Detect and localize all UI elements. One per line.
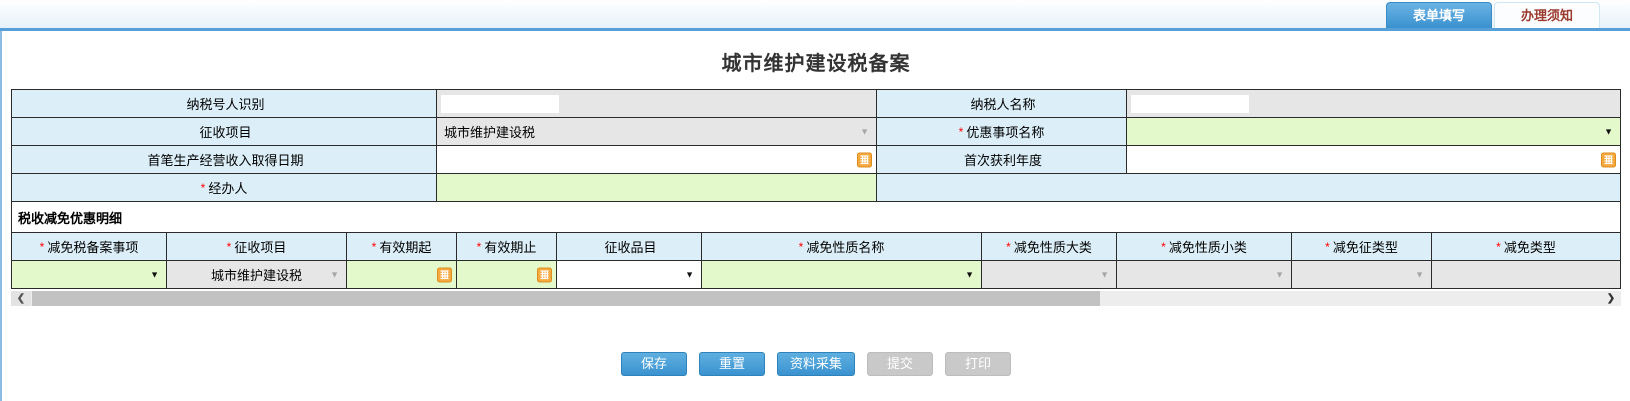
calendar-icon[interactable]: [437, 267, 452, 282]
col-header-collection-item: *征收项目: [166, 232, 347, 261]
form-row-dates: 首笔生产经营收入取得日期 首次获利年度: [11, 145, 1621, 174]
chevron-down-icon: ▼: [1100, 269, 1109, 279]
col-header-collection-subitem: 征收品目: [556, 232, 702, 261]
first-profit-year-label: 首次获利年度: [876, 145, 1127, 174]
tab-form-fill[interactable]: 表单填写: [1385, 2, 1492, 28]
handler-row-filler: [876, 173, 1621, 202]
nature-minor-select-disabled: ▼: [1116, 260, 1292, 289]
preferential-item-label: *优惠事项名称: [876, 117, 1127, 146]
first-income-date-field[interactable]: [436, 145, 877, 174]
horizontal-scrollbar[interactable]: ❮ ❯: [11, 291, 1621, 306]
detail-section-title: 税收减免优惠明细: [11, 202, 1621, 232]
form-container: 纳税号人识别 纳税人名称 征收项目 城市维护建设税 ▼: [11, 89, 1621, 306]
reduction-type-cell-disabled: [1431, 260, 1621, 289]
form-row-handler: *经办人: [11, 173, 1621, 202]
col-header-nature-minor: *减免性质小类: [1116, 232, 1292, 261]
collection-item-select-disabled: 城市维护建设税 ▼: [436, 117, 877, 146]
calendar-icon[interactable]: [857, 152, 872, 167]
valid-to-date-field[interactable]: [456, 260, 557, 289]
scroll-right-button[interactable]: ❯: [1606, 293, 1616, 304]
form-panel: 城市维护建设税备案 纳税号人识别 纳税人名称 征收: [0, 31, 1630, 401]
tax-reduction-detail-table: *减免税备案事项 *征收项目 *有效期起 *有效期止 征收品目 *减免性质名称 …: [11, 232, 1621, 289]
form-row-identification: 纳税号人识别 纳税人名称: [11, 89, 1621, 118]
chevron-down-icon[interactable]: ▼: [965, 269, 974, 279]
tab-notice[interactable]: 办理须知: [1493, 2, 1600, 28]
col-header-nature-major: *减免性质大类: [981, 232, 1117, 261]
handler-input[interactable]: [436, 173, 877, 202]
taxpayer-id-input[interactable]: [441, 94, 559, 113]
chevron-down-icon[interactable]: ▼: [685, 269, 694, 279]
collection-subitem-select[interactable]: ▼: [556, 260, 702, 289]
reset-button[interactable]: 重置: [698, 352, 765, 376]
nature-major-select-disabled: ▼: [981, 260, 1117, 289]
print-button[interactable]: 打印: [945, 352, 1011, 376]
main-form-table: 纳税号人识别 纳税人名称 征收项目 城市维护建设税 ▼: [11, 89, 1621, 202]
preferential-item-select[interactable]: ▼: [1126, 117, 1621, 146]
levy-type-select-disabled: ▼: [1291, 260, 1432, 289]
col-header-levy-type: *减免征类型: [1291, 232, 1432, 261]
detail-data-row: ▼ 城市维护建设税 ▼: [11, 260, 1621, 289]
scrollbar-thumb[interactable]: [32, 291, 1100, 306]
detail-collection-item-select-disabled: 城市维护建设税 ▼: [166, 260, 347, 289]
detail-header-row: *减免税备案事项 *征收项目 *有效期起 *有效期止 征收品目 *减免性质名称 …: [11, 232, 1621, 261]
handler-label: *经办人: [11, 173, 437, 202]
scroll-left-button[interactable]: ❮: [11, 291, 31, 306]
tab-underline: [0, 28, 1630, 31]
collection-item-label: 征收项目: [11, 117, 437, 146]
chevron-down-icon: ▼: [1415, 269, 1424, 279]
calendar-icon[interactable]: [1601, 152, 1616, 167]
taxpayer-id-label: 纳税号人识别: [11, 89, 437, 118]
taxpayer-name-cell: [1126, 89, 1621, 118]
col-header-filing-item: *减免税备案事项: [11, 232, 167, 261]
col-header-valid-to: *有效期止: [456, 232, 557, 261]
nature-name-select[interactable]: ▼: [701, 260, 982, 289]
col-header-nature-name: *减免性质名称: [701, 232, 982, 261]
taxpayer-name-label: 纳税人名称: [876, 89, 1127, 118]
filing-item-select[interactable]: ▼: [11, 260, 167, 289]
valid-from-date-field[interactable]: [346, 260, 457, 289]
chevron-down-icon: ▼: [1275, 269, 1284, 279]
col-header-valid-from: *有效期起: [346, 232, 457, 261]
first-profit-year-field[interactable]: [1126, 145, 1621, 174]
taxpayer-name-input[interactable]: [1131, 94, 1249, 113]
action-button-row: 保存 重置 资料采集 提交 打印: [2, 352, 1630, 376]
col-header-reduction-type: *减免类型: [1431, 232, 1621, 261]
chevron-down-icon[interactable]: ▼: [150, 269, 159, 279]
chevron-down-icon: ▼: [330, 269, 339, 279]
first-income-date-label: 首笔生产经营收入取得日期: [11, 145, 437, 174]
top-tab-bar: 表单填写 办理须知: [0, 0, 1630, 28]
taxpayer-id-cell: [436, 89, 877, 118]
calendar-icon[interactable]: [537, 267, 552, 282]
chevron-down-icon: ▼: [860, 126, 869, 136]
form-row-collection: 征收项目 城市维护建设税 ▼ *优惠事项名称 ▼: [11, 117, 1621, 146]
page-title: 城市维护建设税备案: [721, 53, 911, 75]
chevron-down-icon[interactable]: ▼: [1604, 126, 1613, 136]
collect-data-button[interactable]: 资料采集: [776, 352, 855, 376]
submit-button[interactable]: 提交: [867, 352, 933, 376]
save-button[interactable]: 保存: [620, 352, 687, 376]
